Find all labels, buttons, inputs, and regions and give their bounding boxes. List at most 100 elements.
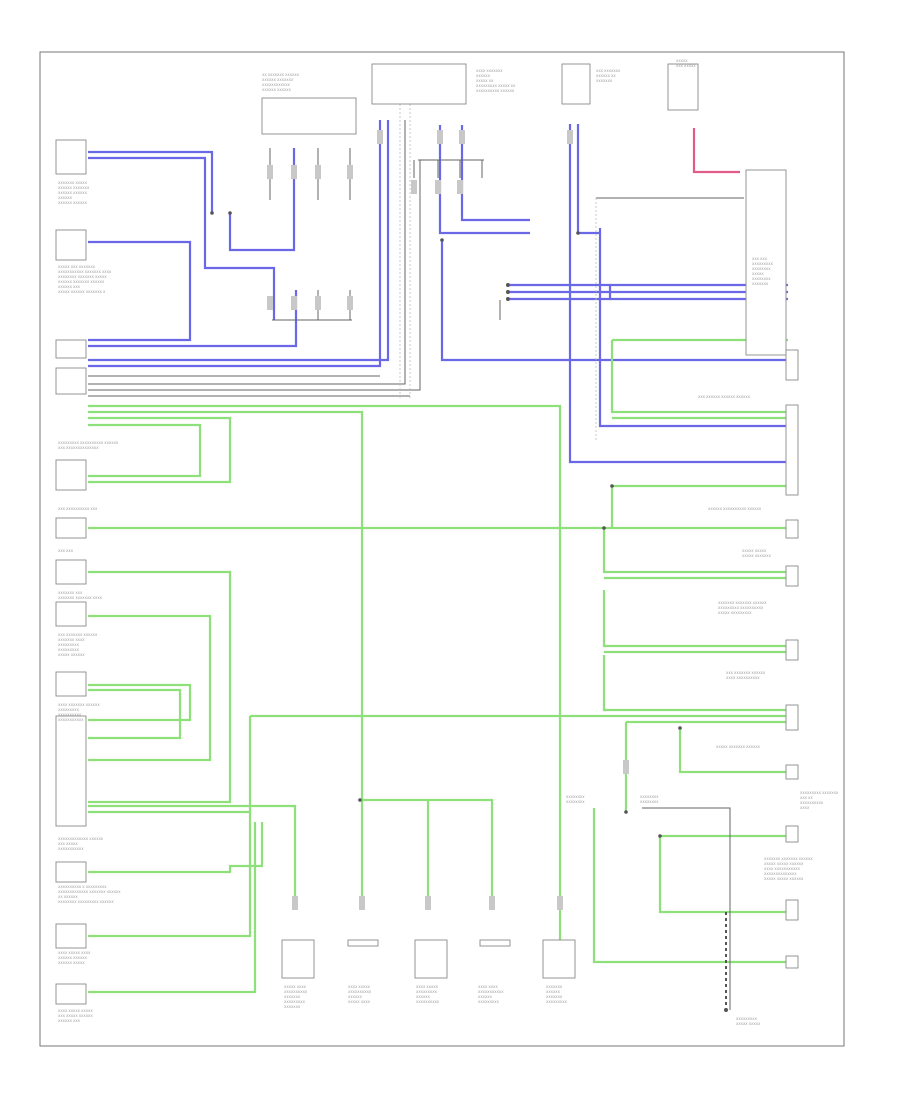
- component-label-line: XXXXXXX XXXX: [58, 638, 85, 642]
- component-label-line: XXXX XXXXX: [348, 985, 371, 989]
- component-labels: XXXXXXX XXXXXXXXXXX XXXXXXXXXXXXX XXXXXX…: [58, 59, 839, 1026]
- component-label-r9: XXXXXXX XXXXXXX XXXXXXXXXXX XXXXX XXXXXX…: [764, 857, 813, 881]
- top-components: [261, 63, 699, 135]
- component-label-line: XXXXXXXX: [566, 795, 585, 799]
- component-label-line: XXXXXXXX XXXXXXXXX XXXXXX: [58, 900, 114, 904]
- component-label-line: XXXXX XXXXXXX XXXXXX: [716, 745, 761, 749]
- component-label-line: XXXXXXXXXX: [58, 713, 82, 717]
- component-label-line: XXXXX XXXX: [348, 1000, 371, 1004]
- component-label-t4: XXXXXXXX XXXXX: [676, 59, 696, 68]
- component-label-line: XX XXXXXXX XXXXXX: [262, 73, 300, 77]
- component-label-line: XXXXXXXXXXX: [478, 990, 504, 994]
- splice-points: [210, 211, 728, 1012]
- component-label-t3: XXX XXXXXXXXXXXXX XXXXXXXXX: [596, 69, 621, 83]
- component-label-line: XXXXXXXXX: [58, 643, 80, 647]
- component-label-line: XXXXXXXX XXXXXXX XXXXX: [58, 275, 107, 279]
- wire-layer: [88, 100, 788, 1010]
- component-label-line: XXXXX XXXXXX XXXXXXX X: [58, 290, 106, 294]
- left-components: [55, 139, 87, 1005]
- component-label-line: XX XXXXXX: [58, 895, 78, 899]
- component-label-line: XXXXXXXXX XXXXXXXXXX XXXXXX: [58, 441, 119, 445]
- component-label-line: XXX XXXXXXX XXXXXX: [726, 671, 766, 675]
- component-label-line: XXXXX XXXX: [284, 985, 307, 989]
- component-label-line: XXXXXX XXXXXX: [58, 956, 88, 960]
- component-label-line: XXXXXXX: [284, 995, 301, 999]
- component-label-line: XXXXX XXXXX XXXXXX: [764, 877, 804, 881]
- component-label-line: XXX XXXXX: [676, 64, 696, 68]
- component-label-line: XXXXXXXXX: [736, 1017, 758, 1021]
- component-label-line: XXXXX XXXXXXXXX: [718, 611, 752, 615]
- component-label-line: XXXXXXXXXXXXX XXXXXXX XXXXXX: [58, 890, 121, 894]
- component-label-line: XXXXXX: [476, 74, 491, 78]
- component-label-c5: XXX XXX: [58, 549, 74, 553]
- component-label-line: XXXXXX XXXXXX: [262, 88, 292, 92]
- component-label-r6: XXX XXXXXXX XXXXXXXXXX XXXXXXXXXX: [726, 671, 766, 680]
- component-label-line: XXXXXXX XXXXXXX XXXXXX: [718, 601, 767, 605]
- component-label-c4: XXX XXXXXXXXXX XXX: [58, 507, 98, 511]
- component-label-line: XXXXXXXXXX: [800, 801, 824, 805]
- component-label-b1: XXXXX XXXXXXXXXXXXXXXXXXXXXXXXXXXXXXXXXX…: [284, 985, 308, 1009]
- component-label-c6: XXXXXXX XXXXXXXXXX XXXXXXX XXXX: [58, 591, 103, 600]
- component-label-c12: XXXX XXXXX XXXXXXXX XXXXX XXXXXXXXXXXX X…: [58, 1009, 93, 1023]
- component-label-line: XXXXX XXXXX: [736, 1022, 761, 1026]
- component-label-line: XXXXXX XXXXXXX: [262, 78, 294, 82]
- component-label-line: XXXXXXX XXXXXXX XXXX: [58, 596, 103, 600]
- diagram-frame: [39, 51, 845, 1047]
- component-label-c7: XXX XXXXXXX XXXXXXXXXXXXX XXXXXXXXXXXXXX…: [58, 633, 98, 657]
- component-label-line: XXXXXX: [478, 995, 493, 999]
- component-label-line: XXXXXXXX: [752, 267, 771, 271]
- component-label-line: XXXX XXXXX XXXXX: [58, 1009, 93, 1013]
- component-label-line: XXX XXXXXX XXXXXX XXXXXX: [698, 395, 751, 399]
- component-label-line: XXXX XXXXX XXXX: [58, 951, 91, 955]
- component-label-line: XXXXXXX XXXXX: [58, 181, 88, 185]
- component-label-line: XXXXXXXXXXX XXXXXXX XXXX: [58, 270, 112, 274]
- component-label-line: XXXXXX XXX: [58, 1019, 81, 1023]
- component-label-line: XXX XXXXX: [58, 842, 78, 846]
- connector-pins: [267, 130, 629, 910]
- component-label-line: XXXXXXXXXXXX: [262, 83, 291, 87]
- right-components: [745, 169, 799, 969]
- component-label-line: XXXX: [800, 806, 810, 810]
- component-label-line: XXXXXXXXXXX: [58, 847, 84, 851]
- component-label-line: XXXXXXXXXX: [416, 1000, 440, 1004]
- component-label-line: XXXXXXXXX: [416, 990, 438, 994]
- component-label-line: XXXXXXX: [596, 79, 613, 83]
- component-label-line: XXXXXXXXXXXXXX: [764, 872, 797, 876]
- component-label-line: XXX XXXXXXXXXX XXX: [58, 507, 98, 511]
- component-label-line: XXXXX XXXXX XXXXXX: [764, 862, 804, 866]
- component-label-line: XXXXXXXX: [566, 800, 585, 804]
- component-label-line: XXXX XXXXXXX: [476, 69, 503, 73]
- component-label-line: XXXXXXXXX: [58, 648, 80, 652]
- component-label-line: XXXXXXX: [546, 985, 563, 989]
- component-label-line: XXXXXXXX: [640, 795, 659, 799]
- component-label-line: XXXXXXXXX: [284, 1000, 306, 1004]
- component-label-line: XXXXXX XXXXX: [58, 961, 85, 965]
- component-label-c1: XXXXXXX XXXXXXXXXXX XXXXXXXXXXXXX XXXXXX…: [58, 181, 90, 205]
- component-label-line: XXXXX XXXXXX: [58, 653, 85, 657]
- component-label-r2: XXX XXXXXX XXXXXX XXXXXX: [698, 395, 751, 399]
- component-label-line: XXXXXXXXX XXXXXXXXXX: [718, 606, 764, 610]
- component-label-c8: XXXX XXXXXXX XXXXXXXXXXXXXXXXXXXXXXXXXXX…: [58, 703, 100, 722]
- component-label-line: XXXXXX: [58, 196, 73, 200]
- component-label-line: XXXXX XXXXX: [742, 549, 767, 553]
- component-label-line: XXXXXX: [416, 995, 431, 999]
- component-label-line: XXXXXXXX: [640, 800, 659, 804]
- component-label-line: XXXXXXXXXX: [284, 990, 308, 994]
- component-label-c3: XXXXXXXXX XXXXXXXXXX XXXXXXXXX XXXXXXXXX…: [58, 441, 119, 450]
- component-label-line: XXXXXXX XXX: [58, 591, 83, 595]
- component-label-line: XXXXXX XXXXXXX: [58, 186, 90, 190]
- component-label-line: XXXXXXX XXXXXXX XXXXXX: [764, 857, 813, 861]
- component-label-line: XXXXXX XX: [596, 74, 616, 78]
- component-label-line: XXXXXXXXXX XXXXXX: [476, 89, 515, 93]
